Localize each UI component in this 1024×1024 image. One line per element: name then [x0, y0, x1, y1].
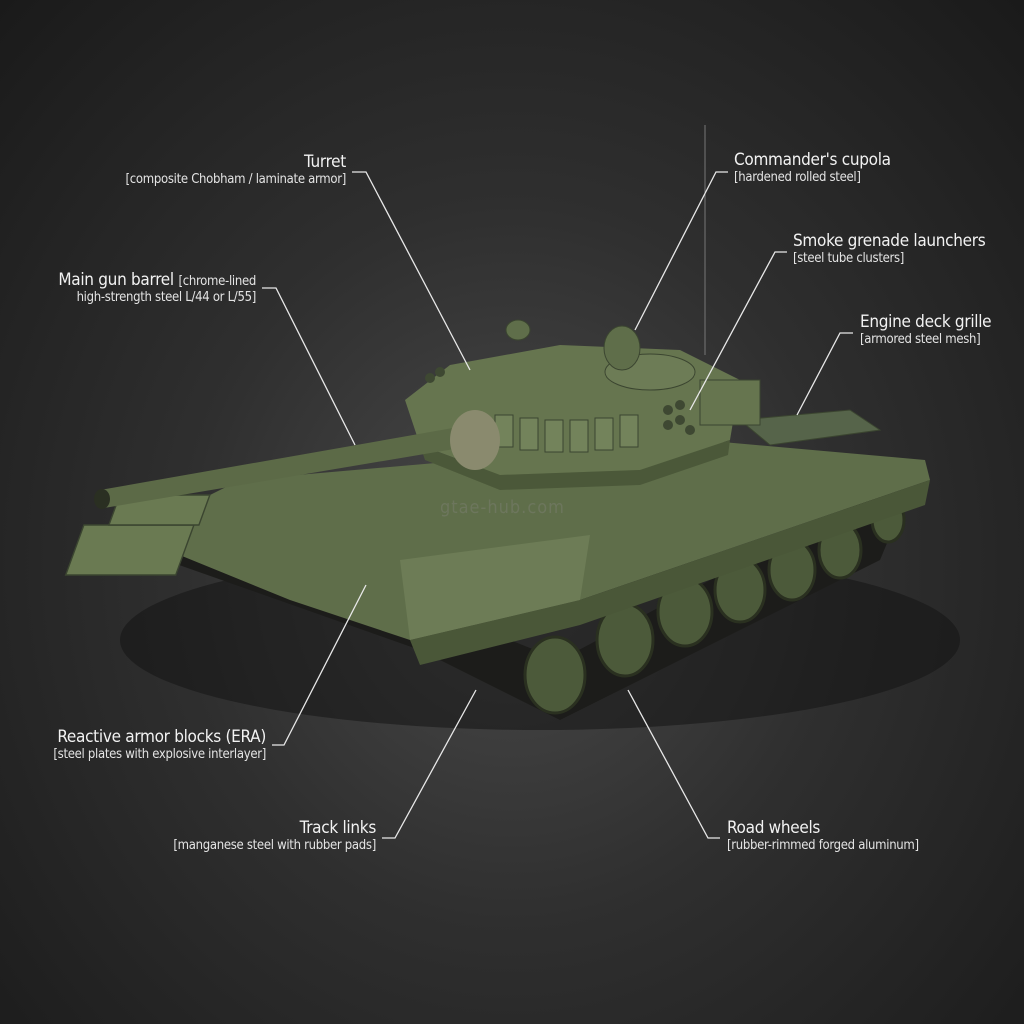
callout-material-inline: [chrome-lined	[178, 274, 256, 289]
callout-commanders-cupola: Commander's cupola [hardened rolled stee…	[734, 150, 891, 185]
smoke-launchers	[425, 367, 695, 435]
callout-material: [steel tube clusters]	[793, 250, 905, 266]
callout-title: Commander's cupola	[734, 150, 891, 170]
callout-smoke-grenade-launchers: Smoke grenade launchers [steel tube clus…	[793, 231, 986, 266]
callout-title: Smoke grenade launchers	[793, 231, 986, 251]
hull	[155, 440, 930, 640]
watermark: gtae-hub.com	[440, 497, 565, 518]
callout-title: Turret	[304, 152, 346, 172]
callout-title: Road wheels	[727, 818, 821, 838]
callout-title: Track links	[299, 818, 377, 838]
callout-material: high-strength steel L/44 or L/55]	[76, 289, 257, 305]
callout-material: [steel plates with explosive interlayer]	[53, 746, 266, 762]
callout-material: [composite Chobham / laminate armor]	[125, 171, 347, 187]
main-gun-barrel	[100, 425, 478, 508]
callout-material: [rubber-rimmed forged aluminum]	[727, 837, 919, 853]
callout-engine-deck-grille: Engine deck grille [armored steel mesh]	[860, 312, 992, 347]
callout-title: Main gun barrel	[58, 270, 174, 290]
callout-road-wheels: Road wheels [rubber-rimmed forged alumin…	[727, 818, 919, 853]
engine-deck	[738, 409, 882, 446]
leader-lines	[262, 171, 853, 839]
callout-title: Engine deck grille	[860, 312, 992, 332]
callout-material: [manganese steel with rubber pads]	[173, 837, 376, 853]
callout-track-links: Track links [manganese steel with rubber…	[173, 818, 377, 853]
callout-reactive-armor: Reactive armor blocks (ERA) [steel plate…	[53, 727, 266, 762]
callout-title: Reactive armor blocks (ERA)	[57, 727, 266, 747]
callout-main-gun-barrel: Main gun barrel [chrome-lined high-stren…	[58, 270, 257, 305]
callout-turret: Turret [composite Chobham / laminate arm…	[125, 152, 347, 187]
callout-material: [armored steel mesh]	[860, 331, 981, 347]
callout-material: [hardened rolled steel]	[734, 169, 861, 185]
